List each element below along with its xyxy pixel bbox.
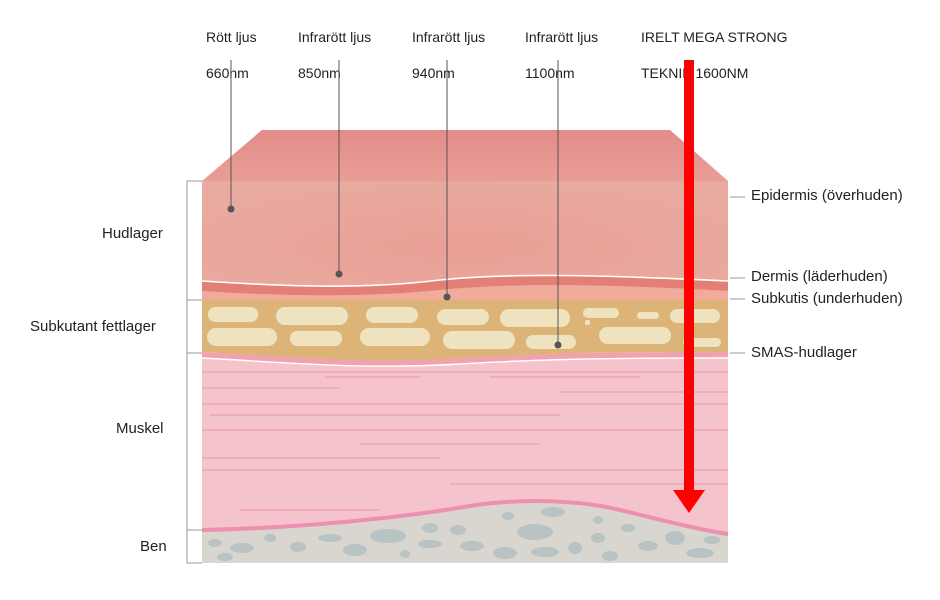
technique-arrow (673, 60, 705, 513)
label-infrared-940: Infrarött ljus 940nm (412, 10, 485, 82)
label-infrared-1100: Infrarött ljus 1100nm (525, 10, 598, 82)
label-value: 660nm (206, 65, 249, 81)
layer-label-subcutis: Subkutis (underhuden) (751, 290, 903, 307)
group-label-skin: Hudlager (102, 225, 163, 242)
smas-layer (202, 352, 728, 367)
group-label-bone: Ben (140, 538, 167, 555)
epidermis-top-surface (202, 130, 728, 181)
label-infrared-850: Infrarött ljus 850nm (298, 10, 371, 82)
layer-label-dermis: Dermis (läderhuden) (751, 268, 888, 285)
muscle-fibers (202, 371, 728, 511)
layer-label-smas: SMAS-hudlager (751, 344, 857, 361)
dermis-band (202, 275, 728, 296)
fat-cells (207, 307, 721, 349)
dermis-top-edge (201, 274, 729, 287)
epidermis-layer (202, 181, 728, 300)
label-value: 1100nm (525, 65, 575, 81)
label-title: Infrarött ljus (412, 29, 486, 45)
layer-label-epidermis: Epidermis (överhuden) (751, 187, 903, 204)
group-label-muscle: Muskel (116, 420, 164, 437)
technique-line1: IRELT MEGA STRONG (641, 29, 788, 45)
label-value: 850nm (298, 65, 341, 81)
label-title: Rött ljus (206, 29, 257, 45)
technique-line2: TEKNIK 1600NM (641, 65, 749, 81)
label-red-light-660: Rött ljus 660nm (206, 10, 257, 82)
label-title: Infrarött ljus (525, 29, 599, 45)
bone-spots (208, 507, 720, 561)
label-title: Infrarött ljus (298, 29, 372, 45)
subcutis-band (202, 285, 728, 300)
pointer-dots (227, 205, 562, 349)
smas-edge (201, 357, 729, 367)
group-label-fat: Subkutant fettlager (30, 318, 156, 335)
right-leader-lines (730, 196, 745, 354)
label-value: 940nm (412, 65, 455, 81)
left-bracket (186, 180, 202, 564)
label-technique: IRELT MEGA STRONG TEKNIK 1600NM (641, 10, 788, 82)
bone-edge (201, 499, 729, 536)
pointer-lines (230, 60, 559, 345)
